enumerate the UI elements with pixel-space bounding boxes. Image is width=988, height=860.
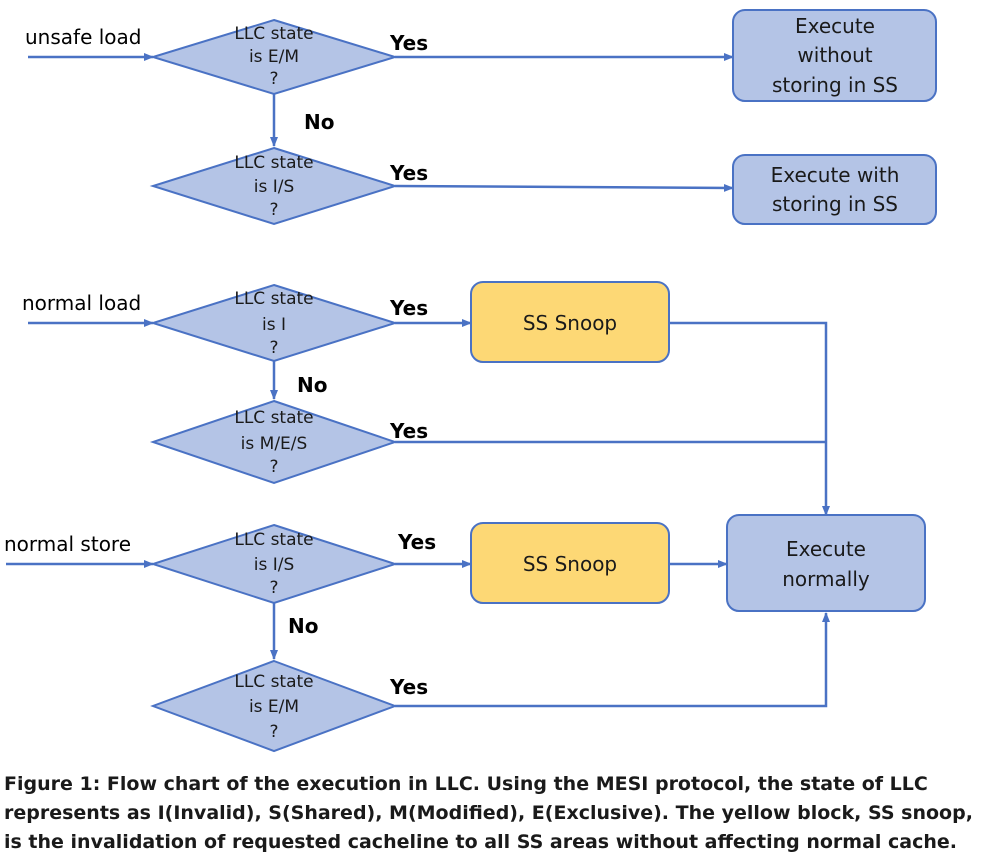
flowchart-diagram: unsafe load LLC state is E/M ? Yes Execu… <box>4 9 937 753</box>
edge-label-no-d3: No <box>297 373 327 397</box>
decision-d4-line2: is M/E/S <box>241 434 308 454</box>
caption-line-2: represents as I(Invalid), S(Shared), M(M… <box>4 802 973 824</box>
decision-d6-diamond <box>150 659 398 753</box>
decision-d2-line3: ? <box>269 200 278 220</box>
decision-d4-line1: LLC state <box>234 408 313 428</box>
edge-label-yes-d2: Yes <box>389 161 428 185</box>
box-execute-normally-line2: normally <box>782 567 870 591</box>
edge-label-yes-d6: Yes <box>389 675 428 699</box>
edge-label-no-d1: No <box>304 110 334 134</box>
edge-label-yes-d1: Yes <box>389 31 428 55</box>
decision-d6-line3: ? <box>269 722 278 742</box>
figure-caption: Figure 1: Flow chart of the execution in… <box>4 770 984 857</box>
box-ss-snoop-load-label: SS Snoop <box>523 311 617 335</box>
box-execute-without-line2: without <box>797 43 872 67</box>
box-ss-snoop-store-label: SS Snoop <box>523 552 617 576</box>
decision-d6-line1: LLC state <box>234 672 313 692</box>
arrow-d6-yes <box>395 612 830 708</box>
decision-d2-line2: is I/S <box>254 177 295 197</box>
input-label-unsafe-load: unsafe load <box>25 25 141 49</box>
box-execute-normally-line1: Execute <box>786 537 866 561</box>
decision-d5-line2: is I/S <box>254 555 295 575</box>
decision-d2-line1: LLC state <box>234 153 313 173</box>
decision-d3-line1: LLC state <box>234 289 313 309</box>
decision-d5-line3: ? <box>269 578 278 598</box>
box-execute-with-line2: storing in SS <box>772 192 898 216</box>
edge-label-no-d5: No <box>288 614 318 638</box>
edge-label-yes-d4: Yes <box>389 419 428 443</box>
decision-d5-line1: LLC state <box>234 530 313 550</box>
arrow-d2-yes <box>394 183 734 192</box>
decision-d1-line3: ? <box>269 69 278 89</box>
input-label-normal-load: normal load <box>22 291 141 315</box>
decision-d4-line3: ? <box>269 457 278 477</box>
caption-line-3: is the invalidation of requested cacheli… <box>4 831 958 853</box>
box-execute-without-line3: storing in SS <box>772 73 898 97</box>
arrow-snoop1-to-execute <box>669 321 830 516</box>
decision-d6-line2: is E/M <box>249 697 299 717</box>
box-execute-with-storing <box>732 154 937 225</box>
decision-d4-diamond <box>149 399 399 485</box>
decision-d3-line3: ? <box>269 338 278 358</box>
caption-line-1: Figure 1: Flow chart of the execution in… <box>4 773 928 795</box>
decision-d1-line2: is E/M <box>249 47 299 67</box>
box-execute-without-line1: Execute <box>795 14 875 38</box>
box-execute-with-line1: Execute with <box>771 163 900 187</box>
edge-label-yes-d5: Yes <box>397 530 436 554</box>
decision-d2-diamond <box>149 146 399 226</box>
decision-d1-line1: LLC state <box>234 24 313 44</box>
decision-d3-line2: is I <box>262 315 286 335</box>
box-execute-normally <box>726 514 926 612</box>
edge-label-yes-d3: Yes <box>389 296 428 320</box>
input-label-normal-store: normal store <box>4 532 131 556</box>
box-execute-without-storing <box>732 9 937 102</box>
